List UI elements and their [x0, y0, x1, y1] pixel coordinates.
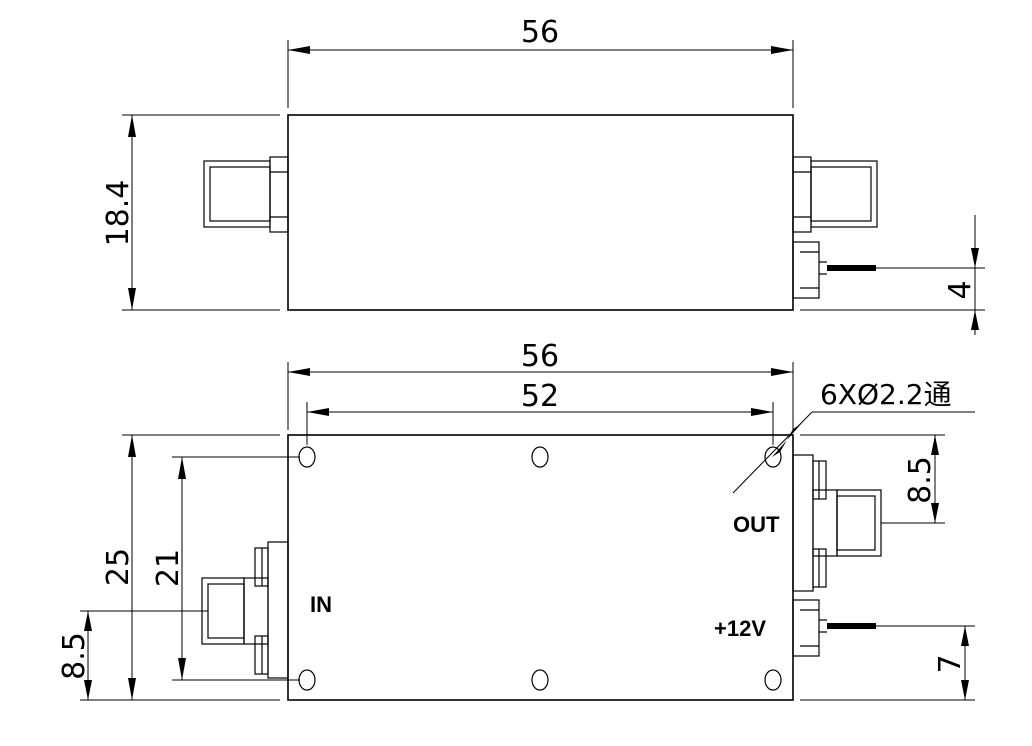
- hole-spacing-x-dimension: 52: [306, 379, 774, 445]
- out-label: OUT: [733, 512, 780, 537]
- bottom-height-dimension: 25: [80, 434, 280, 701]
- top-cable-offset-label: 4: [943, 280, 978, 299]
- hole-note-leader: 6XØ2.2通: [732, 378, 975, 494]
- top-width-label: 56: [521, 15, 559, 50]
- bottom-view-body: [287, 434, 794, 701]
- hole-top-right: [764, 446, 782, 468]
- hole-spacing-y-label: 21: [151, 549, 186, 587]
- top-right-connector: [792, 156, 878, 233]
- hole-note-label: 6XØ2.2通: [820, 378, 952, 411]
- in-label: IN: [310, 592, 332, 617]
- top-view: 56 18.4 4: [101, 15, 985, 335]
- bottom-power-terminal: [792, 599, 876, 657]
- power-offset-dimension: 7: [800, 625, 975, 701]
- out-connector: [792, 454, 882, 592]
- bottom-width-dimension: 56: [287, 339, 794, 430]
- hole-bottom-left: [298, 669, 316, 691]
- out-offset-label: 8.5: [903, 456, 938, 504]
- in-offset-dimension: 8.5: [57, 610, 208, 700]
- out-offset-dimension: 8.5: [800, 434, 945, 524]
- top-height-label: 18.4: [101, 180, 136, 247]
- mounting-holes: [298, 446, 782, 691]
- bottom-height-label: 25: [101, 548, 136, 586]
- bottom-view: IN OUT +12V: [57, 339, 975, 701]
- hole-top-middle: [531, 446, 549, 468]
- power-offset-label: 7: [933, 654, 968, 673]
- hole-bottom-middle: [531, 669, 549, 691]
- hole-spacing-x-label: 52: [521, 379, 559, 414]
- in-connector: [201, 541, 289, 679]
- top-width-dimension: 56: [287, 15, 794, 108]
- bottom-width-label: 56: [521, 339, 559, 374]
- hole-bottom-right: [764, 669, 782, 691]
- in-offset-label: 8.5: [57, 632, 92, 680]
- power-label: +12V: [714, 616, 766, 641]
- top-cable-dimension: 4: [800, 215, 985, 335]
- hole-spacing-y-dimension: 21: [151, 456, 300, 681]
- top-height-dimension: 18.4: [101, 114, 280, 311]
- top-left-connector: [203, 156, 289, 233]
- top-power-terminal: [792, 241, 876, 299]
- top-view-body: [287, 114, 794, 311]
- hole-top-left: [298, 446, 316, 468]
